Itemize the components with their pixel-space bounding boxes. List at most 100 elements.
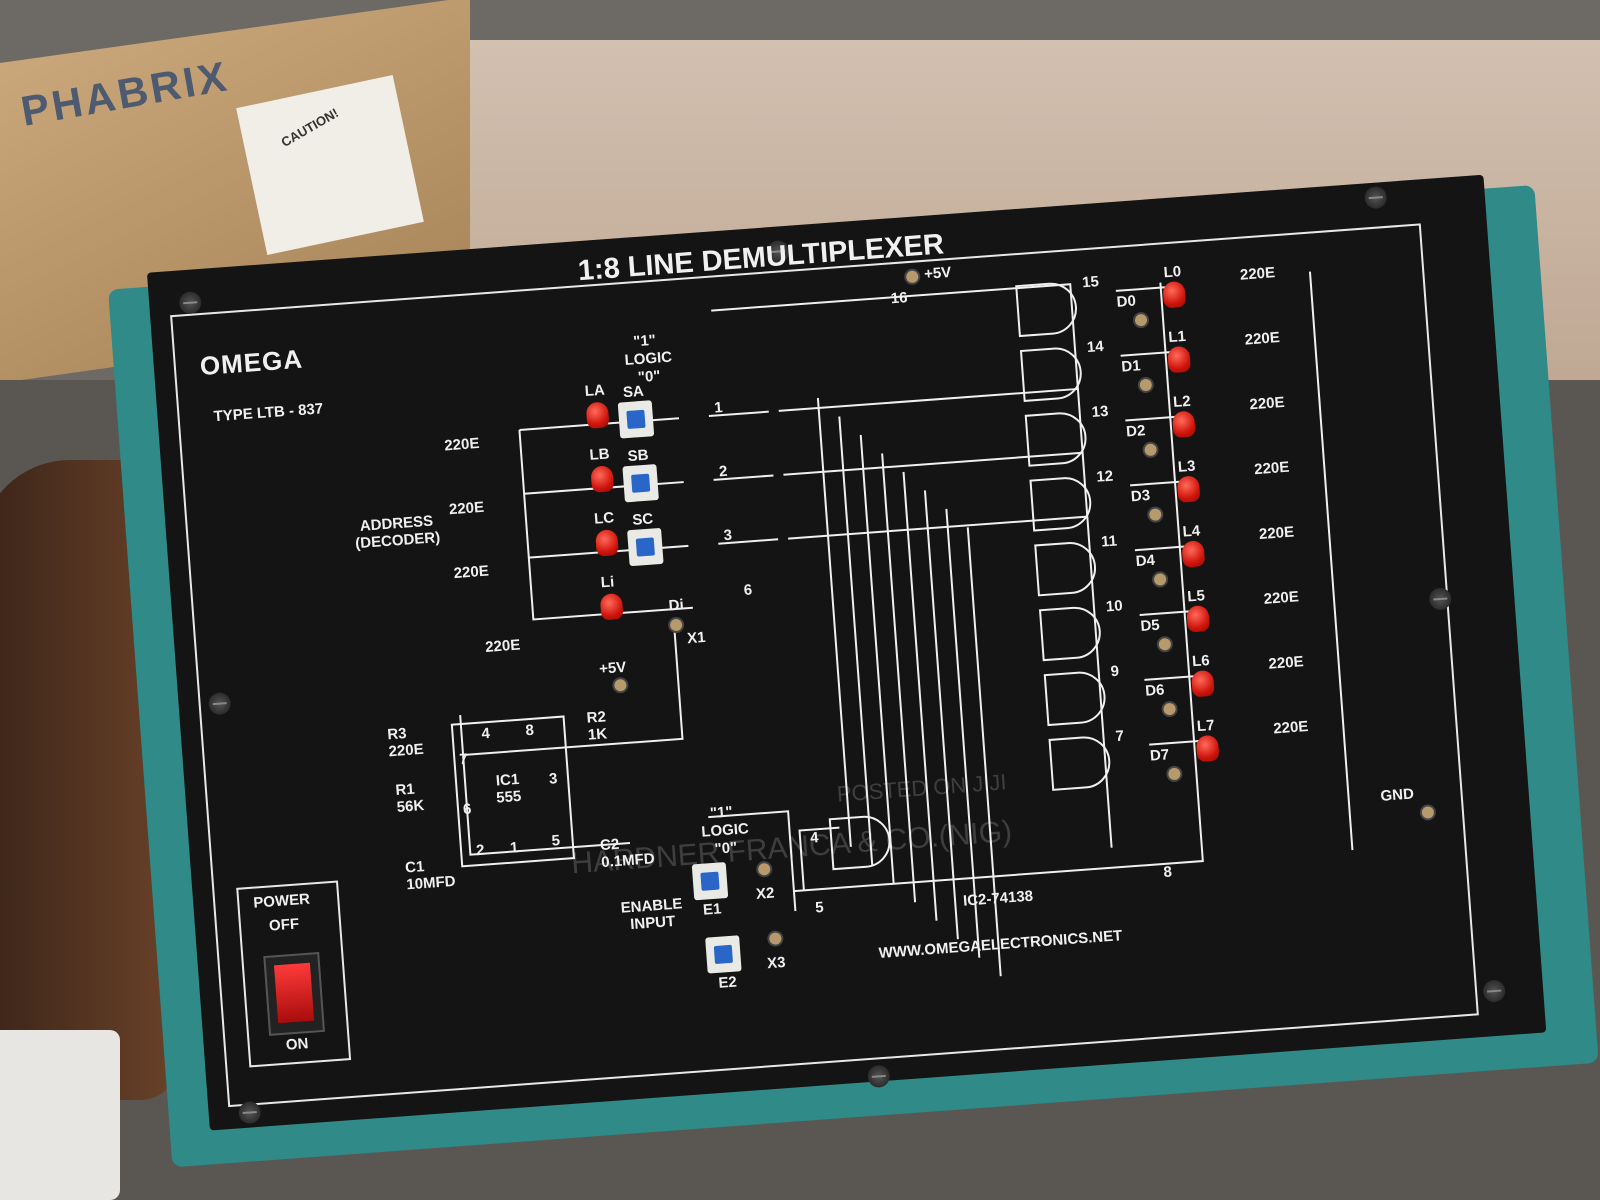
switch-sb-label: SB <box>627 446 650 466</box>
led-l2 <box>1171 410 1196 439</box>
led-l0-label: L0 <box>1163 263 1182 282</box>
resistor-label: 220E <box>1272 717 1309 738</box>
pin-number: 13 <box>1091 402 1109 421</box>
switch-e2-label: E2 <box>717 973 738 992</box>
resistor-label: 220E <box>1253 458 1290 479</box>
output-d0-label: D0 <box>1116 292 1137 311</box>
trainer-board: 1:8 LINE DEMULTIPLEXER OMEGA TYPE LTB - … <box>100 75 1599 1177</box>
power-switch[interactable] <box>263 952 325 1036</box>
output-d2-label: D2 <box>1125 422 1146 441</box>
led-l6-label: L6 <box>1191 652 1211 671</box>
enable-input-label: ENABLE INPUT <box>620 895 683 934</box>
switch-sc-label: SC <box>631 510 654 529</box>
switch-sc-cap <box>635 537 655 557</box>
switch-sa[interactable] <box>617 400 655 439</box>
watch-strap <box>0 1030 120 1200</box>
output-d7-label: D7 <box>1149 746 1170 765</box>
led-li-label: Li <box>600 573 615 592</box>
pin-number: 3 <box>723 526 733 545</box>
pin-number: 11 <box>1100 532 1118 551</box>
c1-label: C1 10MFD <box>404 858 457 894</box>
led-la <box>585 401 610 429</box>
pin-number: 15 <box>1081 273 1100 292</box>
ic1-pin: 3 <box>548 770 559 788</box>
switch-sb[interactable] <box>622 464 659 503</box>
resistor-label: 220E <box>1263 588 1300 608</box>
led-lc <box>595 529 619 557</box>
switch-sc[interactable] <box>627 527 664 567</box>
vcc-timer-label: +5V <box>598 658 627 678</box>
ic1-pin: 6 <box>462 800 473 819</box>
resistor-label: 220E <box>1244 329 1281 349</box>
pin-number: 16 <box>890 289 909 308</box>
ic1-pin: 5 <box>551 832 561 850</box>
led-lb-label: LB <box>588 445 611 464</box>
pin-number: 2 <box>718 462 728 481</box>
ic1-pin: 1 <box>509 839 519 857</box>
x1-label: X1 <box>686 628 707 648</box>
led-l7-label: L7 <box>1196 716 1216 736</box>
power-switch-rocker <box>273 962 315 1024</box>
logic-switch-label: LOGIC <box>624 348 673 370</box>
r3-label: R3 220E <box>386 725 425 761</box>
switch-sa-label: SA <box>622 382 645 402</box>
pin-number: 9 <box>1110 662 1120 681</box>
pin-number: 6 <box>743 581 753 599</box>
r1-label: R1 56K <box>394 780 425 816</box>
resistor-label: 220E <box>1267 653 1305 673</box>
r2-label: R2 1K <box>586 708 608 744</box>
switch-e2-cap <box>713 944 734 965</box>
led-la-label: LA <box>584 381 606 401</box>
led-l4-label: L4 <box>1182 522 1201 541</box>
resistor-label: 220E <box>453 562 490 583</box>
resistor-label: 220E <box>484 636 521 657</box>
logic-switch2-1-label: "1" <box>709 803 734 823</box>
x3-label: X3 <box>766 953 787 973</box>
address-label: ADDRESS (DECODER) <box>354 512 441 553</box>
resistor-label: 220E <box>443 434 480 455</box>
ic1-pin: 2 <box>475 841 486 860</box>
led-l3 <box>1176 475 1201 503</box>
led-l0 <box>1162 280 1187 309</box>
led-l6 <box>1190 669 1215 698</box>
pin-number: 5 <box>814 898 825 917</box>
pin-number: 8 <box>1162 863 1173 881</box>
led-l7 <box>1195 734 1220 763</box>
ic1-pin: 4 <box>480 724 491 743</box>
ic1-label: IC1 555 <box>495 770 522 807</box>
pin-number: 14 <box>1086 337 1105 357</box>
ic1-pin: 8 <box>524 721 535 740</box>
output-d3-label: D3 <box>1130 486 1151 506</box>
output-d5-label: D5 <box>1139 616 1161 635</box>
ic1-pin: 7 <box>458 750 469 769</box>
pin-number: 10 <box>1105 597 1124 616</box>
output-d1-label: D1 <box>1120 357 1142 376</box>
led-lc-label: LC <box>593 509 615 528</box>
gnd-label: GND <box>1379 785 1415 805</box>
di-label: Di <box>668 596 685 615</box>
led-l2-label: L2 <box>1172 392 1192 411</box>
resistor-label: 220E <box>1239 264 1276 284</box>
switch-sb-cap <box>631 473 651 493</box>
resistor-label: 220E <box>448 498 485 519</box>
switch-e2[interactable] <box>705 935 742 974</box>
power-off-label: OFF <box>268 915 300 935</box>
switch-e1-cap <box>700 871 720 891</box>
led-l1 <box>1167 345 1191 374</box>
pin-number: 1 <box>713 399 724 417</box>
resistor-label: 220E <box>1258 523 1295 544</box>
resistor-label: 220E <box>1248 393 1286 414</box>
pin-number: 12 <box>1095 467 1114 486</box>
pin-number: 7 <box>1114 727 1125 746</box>
led-l4 <box>1181 540 1206 568</box>
output-d6-label: D6 <box>1144 681 1166 700</box>
vcc-label: +5V <box>923 263 952 283</box>
switch-sa-cap <box>626 409 646 430</box>
led-l3-label: L3 <box>1177 457 1197 476</box>
led-l1-label: L1 <box>1167 327 1187 347</box>
led-l5 <box>1186 604 1211 633</box>
led-li <box>599 592 624 621</box>
output-d4-label: D4 <box>1135 551 1156 571</box>
led-lb <box>590 465 615 493</box>
